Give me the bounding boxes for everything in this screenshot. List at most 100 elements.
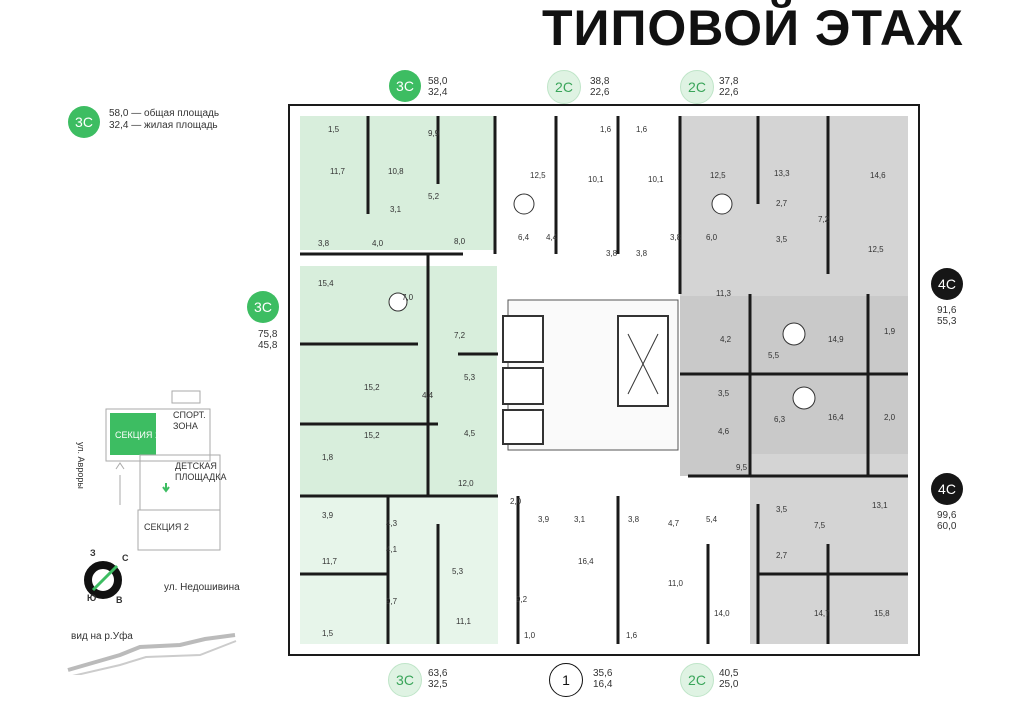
room-area: 3,9 xyxy=(538,515,550,524)
room-area: 3,1 xyxy=(390,205,402,214)
room-area: 3,8 xyxy=(318,239,330,248)
compass-north: С xyxy=(122,553,129,563)
room-area: 6,3 xyxy=(774,415,786,424)
compass xyxy=(84,561,122,599)
room-area: 5,3 xyxy=(464,373,476,382)
apt-badge-top-2c-b[interactable]: 2С xyxy=(680,70,714,104)
room-area: 2,7 xyxy=(776,551,788,560)
apt-badge-4c-b[interactable]: 4С xyxy=(931,473,963,505)
room-area: 1,6 xyxy=(636,125,648,134)
room-area: 1,8 xyxy=(322,453,334,462)
staircase xyxy=(617,315,669,407)
room-area: 3,5 xyxy=(776,235,788,244)
internal-walls xyxy=(300,116,908,644)
room-area: 3,5 xyxy=(776,505,788,514)
room-area: 16,4 xyxy=(828,413,844,422)
legend-total-line: 58,0 — общая площадь xyxy=(109,108,220,119)
section2-label: СЕКЦИЯ 2 xyxy=(144,522,189,532)
floor-plan: 1,5 9,9 11,7 10,8 5,2 3,1 3,8 4,0 8,0 1,… xyxy=(288,104,920,656)
entrance-arrow-1 xyxy=(130,445,136,453)
room-area: 6,0 xyxy=(706,233,718,242)
room-area: 7,5 xyxy=(814,521,826,530)
room-area: 5,4 xyxy=(706,515,718,524)
site-plan xyxy=(67,390,237,675)
apt-badge-bottom-2c[interactable]: 2С xyxy=(680,663,714,697)
room-area: 1,5 xyxy=(328,125,340,134)
room-area: 5,3 xyxy=(452,567,464,576)
room-area: 4,2 xyxy=(720,335,732,344)
room-area: 4,6 xyxy=(718,427,730,436)
room-area: 10,8 xyxy=(388,167,404,176)
room-area: 3,8 xyxy=(636,249,648,258)
room-area: 11,7 xyxy=(322,557,338,566)
room-area: 3,8 xyxy=(606,249,618,258)
room-area: 6,4 xyxy=(518,233,530,242)
apt-badge-bottom-1[interactable]: 1 xyxy=(549,663,583,697)
room-area: 15,2 xyxy=(364,431,380,440)
room-area: 3,9 xyxy=(322,511,334,520)
room-area: 15,2 xyxy=(364,383,380,392)
apt-badge-4c-a[interactable]: 4С xyxy=(931,268,963,300)
room-area: 15,4 xyxy=(318,279,334,288)
tables xyxy=(388,193,816,410)
room-area: 3,1 xyxy=(574,515,586,524)
room-area: 14,6 xyxy=(870,171,886,180)
elevator-2 xyxy=(502,367,544,405)
room-area: 12,5 xyxy=(868,245,884,254)
elevator-1 xyxy=(502,315,544,363)
room-area: 7,2 xyxy=(454,331,466,340)
room-area: 11,3 xyxy=(716,289,732,298)
room-area: 13,3 xyxy=(774,169,790,178)
apt-badge-top-2c-a[interactable]: 2С xyxy=(547,70,581,104)
room-area: 10,1 xyxy=(588,175,604,184)
view-label: вид на р.Уфа xyxy=(71,631,133,642)
room-area: 11,0 xyxy=(668,579,684,588)
room-area: 8,0 xyxy=(454,237,466,246)
room-area: 13,1 xyxy=(872,501,888,510)
room-area: 14,7 xyxy=(814,609,830,618)
room-area: 11,1 xyxy=(456,617,472,626)
sport-zone-label: СПОРТ. ЗОНА xyxy=(173,410,206,431)
room-area: 7,0 xyxy=(402,293,414,302)
room-area: 4,4 xyxy=(546,233,558,242)
room-area: 14,0 xyxy=(714,609,730,618)
section2-block xyxy=(137,509,221,551)
room-area: 4,3 xyxy=(386,519,398,528)
room-area: 9,5 xyxy=(736,463,748,472)
room-area: 12,0 xyxy=(458,479,474,488)
apt-badge-top-3c[interactable]: 3С xyxy=(389,70,421,102)
street-vertical-label: ул. Авроры xyxy=(76,442,86,489)
legend-text: 58,0 — общая площадь 32,4 — жилая площад… xyxy=(109,108,219,132)
room-area: 2,0 xyxy=(510,497,522,506)
street-bottom-label: ул. Недошивина xyxy=(164,582,240,593)
room-area: 9,7 xyxy=(386,597,398,606)
room-area: 3,5 xyxy=(718,389,730,398)
room-area: 2,7 xyxy=(776,199,788,208)
room-area: 1,5 xyxy=(322,629,334,638)
room-area: 3,8 xyxy=(628,515,640,524)
room-area: 1,9 xyxy=(884,327,896,336)
room-area: 16,4 xyxy=(578,557,594,566)
room-area: 4,7 xyxy=(668,519,680,528)
room-area: 2,0 xyxy=(884,413,896,422)
room-area: 4,5 xyxy=(464,429,476,438)
room-area: 11,7 xyxy=(330,167,346,176)
room-area: 12,5 xyxy=(530,171,546,180)
room-area: 4,0 xyxy=(372,239,384,248)
room-area: 9,9 xyxy=(428,129,440,138)
room-area: 10,1 xyxy=(648,175,664,184)
apt-top-3c-area xyxy=(300,116,495,250)
apt-badge-bottom-3c[interactable]: 3С xyxy=(388,663,422,697)
room-area: 1,6 xyxy=(600,125,612,134)
apt-badge-left-3c[interactable]: 3С xyxy=(247,291,279,323)
compass-south: Ю xyxy=(87,593,97,603)
room-area: 4,1 xyxy=(386,545,398,554)
